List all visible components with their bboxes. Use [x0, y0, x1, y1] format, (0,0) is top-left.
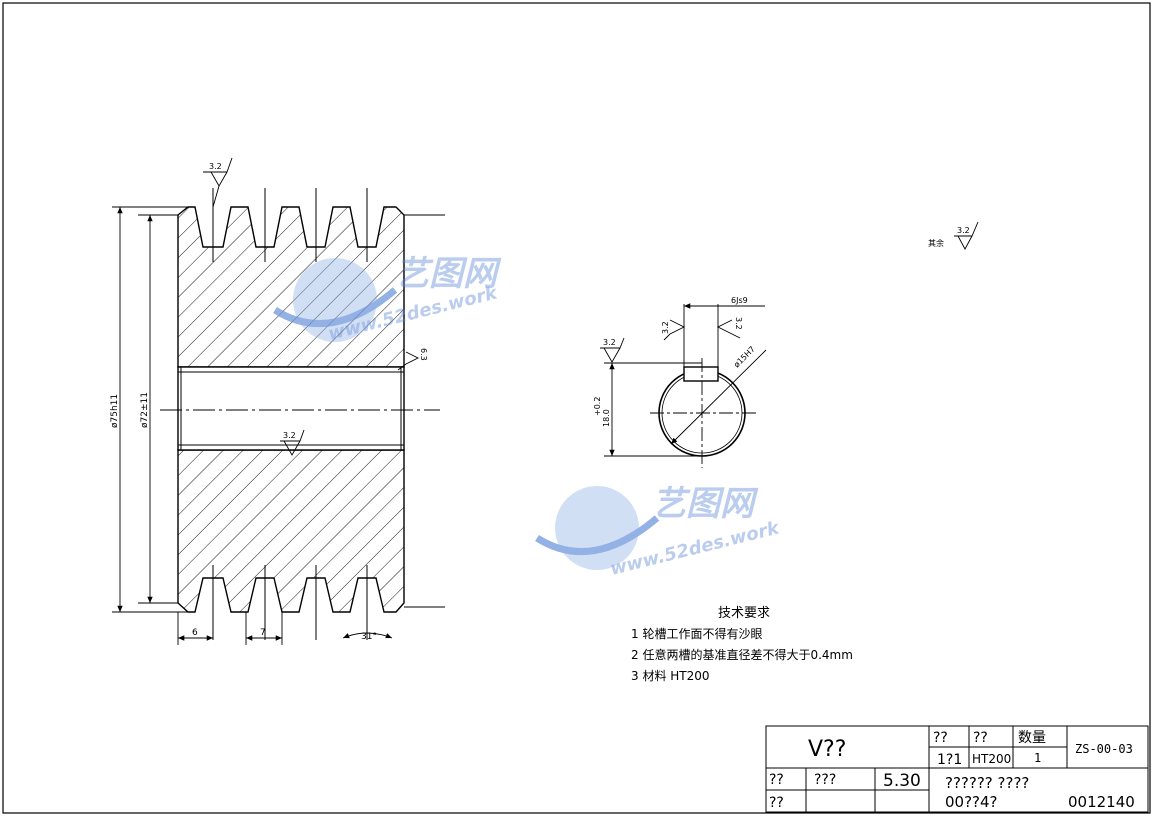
height-dimension: 18.0 [602, 409, 611, 427]
groove-width-dimension: 6 [192, 628, 198, 638]
svg-text:数量: 数量 [1018, 730, 1046, 746]
key-width-dimension: 6Js9 [731, 296, 748, 305]
svg-text:艺图网: 艺图网 [652, 484, 759, 524]
material-value: HT200 [972, 752, 1011, 766]
title-block [765, 725, 1149, 813]
hatch-upper [177, 206, 405, 368]
student-number: 0012140 [1068, 793, 1135, 811]
roughness-bore: 3.2 [283, 431, 296, 440]
quantity-value: 1 [1034, 751, 1041, 765]
hatch-lower [177, 449, 405, 613]
rest-roughness-note: 其余 3.2 [928, 221, 979, 250]
school-name: ?????? ???? [945, 774, 1029, 792]
svg-text:???: ??? [814, 772, 836, 788]
technical-requirements: 技术要求 1 轮槽工作面不得有沙眼 2 任意两槽的基准直径差不得大于0.4mm … [631, 606, 853, 683]
class-code: 00??4? [945, 793, 998, 811]
roughness-key-right: 3.2 [734, 317, 743, 330]
svg-text:??: ?? [769, 772, 784, 788]
requirements-title: 技术要求 [718, 606, 770, 621]
svg-text:??: ?? [933, 730, 948, 746]
pitch-dia-dimension: ø72±11 [140, 392, 150, 428]
drawing-number: ZS-00-03 [1075, 742, 1133, 756]
requirement-item: 1 轮槽工作面不得有沙眼 [631, 626, 762, 641]
title-block-text: V?? ?? ?? 数量 1?1 HT200 1 ZS-00-03 ?? ???… [769, 730, 1135, 811]
groove-angle-dimension: 31° [361, 632, 377, 642]
date-value: 5.30 [883, 771, 921, 791]
roughness-side: 6.3 [419, 348, 428, 361]
watermark-logo-2: 艺图网 www.52des.work [535, 484, 782, 580]
svg-text:3.2: 3.2 [957, 226, 970, 235]
scale-value: 1?1 [937, 752, 962, 768]
height-tolerance: +0.2 [593, 397, 602, 416]
keyway-section-view: 6Js9 ø15H7 +0.2 18.0 3.2 3.2 3.2 [593, 296, 767, 468]
svg-text:??: ?? [769, 795, 784, 811]
svg-text:??: ?? [973, 730, 988, 746]
groove-pitch-dimension: 7 [260, 628, 266, 638]
part-name: V?? [808, 737, 846, 762]
requirement-item: 2 任意两槽的基准直径差不得大于0.4mm [631, 647, 853, 662]
svg-text:其余: 其余 [928, 238, 944, 248]
bore-dimension: ø15H7 [732, 345, 757, 370]
roughness-top: 3.2 [209, 162, 222, 171]
requirement-item: 3 材料 HT200 [631, 669, 710, 683]
svg-text:艺图网: 艺图网 [395, 254, 502, 294]
pulley-section-view: ø75h11 ø72±11 6 7 31° 3.2 6.3 3.2 [110, 157, 445, 645]
roughness-key-left: 3.2 [661, 321, 670, 334]
bore [177, 366, 405, 451]
od-dimension: ø75h11 [110, 394, 120, 428]
keyway [683, 366, 719, 382]
roughness-section-left: 3.2 [603, 338, 616, 347]
